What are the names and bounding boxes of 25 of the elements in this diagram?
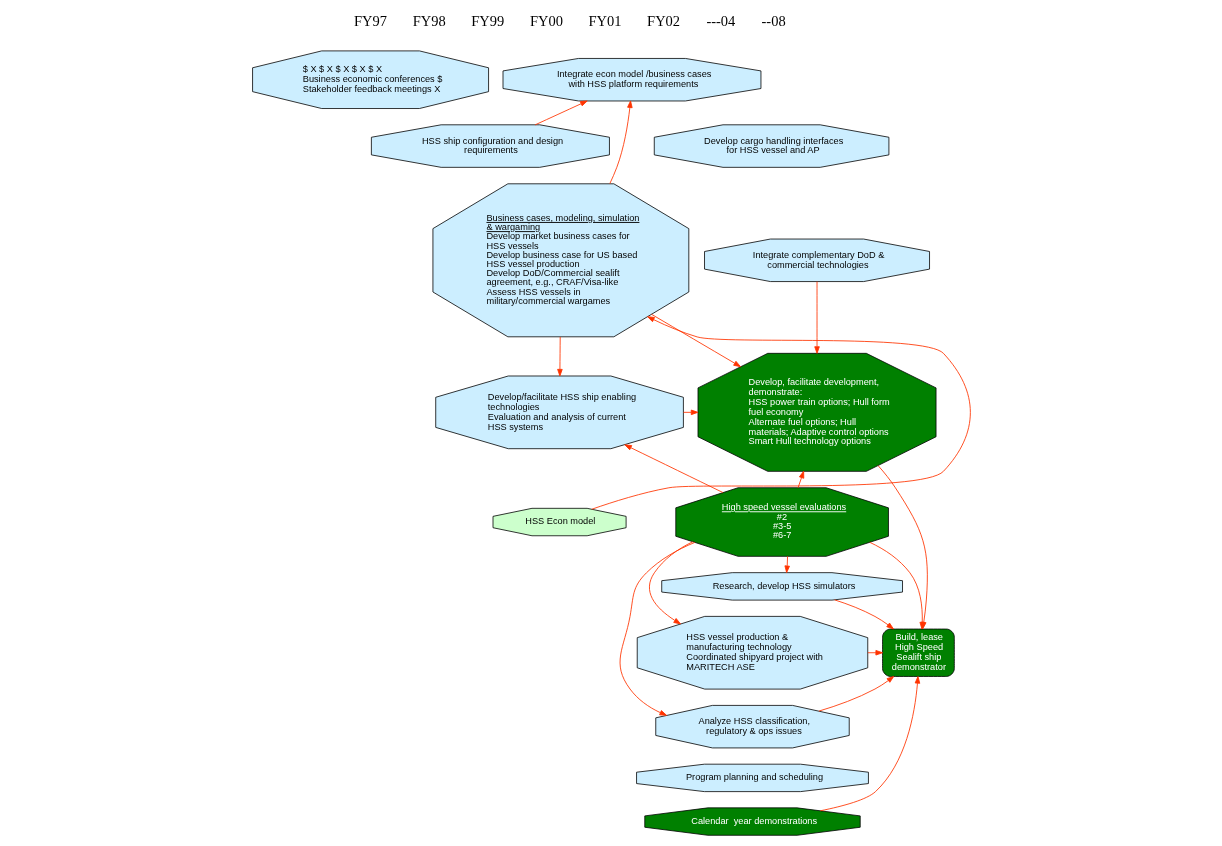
label: FY00: [529, 13, 563, 30]
node-box: Build, lease High Speed Sealift ship demonstrator: [881, 628, 955, 677]
label: ---04: [705, 13, 735, 30]
arrow: [833, 599, 894, 630]
arrow: [648, 541, 693, 625]
label: FY01: [588, 13, 621, 30]
label: FY97: [353, 13, 387, 30]
arrow: [819, 676, 920, 812]
arrow: [556, 336, 563, 377]
arrow: [623, 444, 723, 493]
arrow: [682, 409, 698, 416]
label: FY98: [412, 13, 446, 30]
arrow: [866, 650, 883, 656]
label: --08: [761, 13, 786, 30]
label: FY99: [470, 13, 504, 30]
arrow: [813, 281, 820, 354]
arrow: [608, 100, 633, 184]
arrow: [797, 470, 804, 489]
arrow: [784, 556, 790, 573]
label: FY02: [646, 13, 680, 30]
arrow: [650, 313, 741, 368]
arrow: [534, 100, 588, 126]
arrow: [619, 542, 695, 716]
arrow: [590, 316, 971, 510]
arrow: [818, 676, 894, 712]
